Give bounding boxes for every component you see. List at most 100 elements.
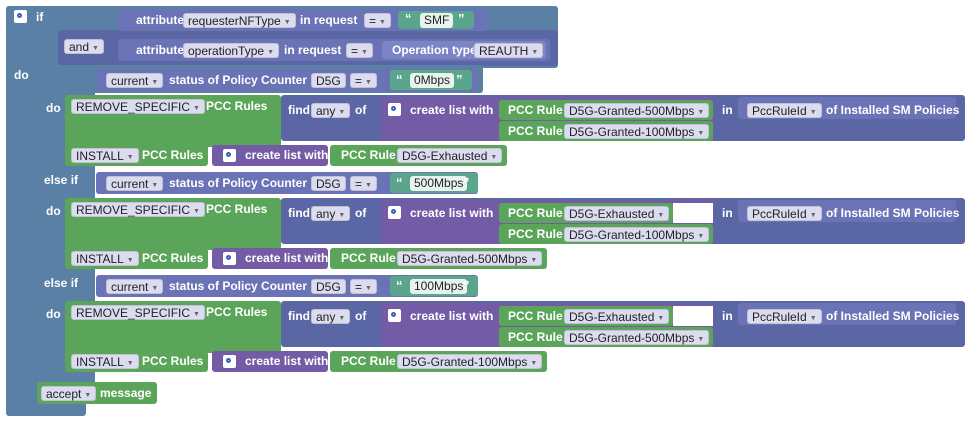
branch-0-install-list-block[interactable] <box>212 145 328 166</box>
branch-2-install-pcc-label: PCC Rules <box>142 354 204 368</box>
and-operator-dropdown[interactable]: and▼ <box>64 39 104 54</box>
branch-2-current-dropdown[interactable]: current▼ <box>106 279 164 294</box>
branch-2-install-dropdown[interactable]: INSTALL▼ <box>71 354 139 369</box>
branch-2-do-label: do <box>46 307 61 321</box>
branch-2-rule-field-dropdown[interactable]: PccRuleId▼ <box>747 309 822 324</box>
branch-2-install-list-label: create list with <box>245 354 329 368</box>
branch-0-install-pcc-label: PCC Rules <box>142 148 204 162</box>
branch-1-list-item-0-dropdown[interactable]: D5G-Exhausted▼ <box>564 206 670 221</box>
branch-1-create-list-label: create list with <box>410 206 494 220</box>
branch-0-install-gear-icon[interactable] <box>223 149 236 162</box>
branch-0-close-quote-icon: ” <box>456 72 463 87</box>
branch-0-counter-field[interactable]: D5G <box>311 73 346 88</box>
branch-2-equals-dropdown[interactable]: =▼ <box>350 279 377 294</box>
branch-1-of-label: of <box>355 206 367 220</box>
branch-2-pcc-rules-label: PCC Rules <box>206 305 268 319</box>
equals-dropdown-1[interactable]: =▼ <box>364 13 391 28</box>
branch-2-installed-label: of Installed SM Policies <box>826 309 960 323</box>
branch-1-install-list-label: create list with <box>245 251 329 265</box>
branch-0-open-quote-icon: “ <box>396 72 403 87</box>
branch-1-empty-slot <box>673 203 713 223</box>
branch-0-pcc-rules-label: PCC Rules <box>206 99 268 113</box>
branch-1-list-item-1-dropdown[interactable]: D5G-Granted-100Mbps▼ <box>564 227 710 242</box>
attribute-dropdown-1[interactable]: requesterNFType▼ <box>183 13 296 28</box>
branch-1-counter-field[interactable]: D5G <box>311 176 346 191</box>
branch-1-else-if-label: else if <box>44 173 79 187</box>
branch-2-list-item-0-label: PCC Rule <box>508 309 563 323</box>
string-value-smf[interactable]: SMF <box>420 13 454 28</box>
branch-0-any-dropdown[interactable]: any▼ <box>311 103 351 118</box>
branch-0-list-gear-icon[interactable] <box>388 103 401 116</box>
branch-0-remove-dropdown[interactable]: REMOVE_SPECIFIC▼ <box>71 99 205 114</box>
attribute-dropdown-2[interactable]: operationType▼ <box>183 43 279 58</box>
branch-1-install-list-block[interactable] <box>212 248 328 269</box>
attribute-label-1: attribute <box>136 13 184 27</box>
branch-2-list-item-0-dropdown[interactable]: D5G-Exhausted▼ <box>564 309 670 324</box>
branch-1-current-dropdown[interactable]: current▼ <box>106 176 164 191</box>
outer-if-label: if <box>36 10 44 24</box>
branch-2-of-label: of <box>355 309 367 323</box>
branch-0-create-list-label: create list with <box>410 103 494 117</box>
branch-0-status-label: status of Policy Counter Id <box>169 73 322 87</box>
branch-1-do-label: do <box>46 204 61 218</box>
in-request-label-2: in request <box>284 43 342 57</box>
branch-1-any-dropdown[interactable]: any▼ <box>311 206 351 221</box>
in-request-label-1: in request <box>300 13 358 27</box>
branch-1-pcc-rules-label: PCC Rules <box>206 202 268 216</box>
branch-0-rule-field-dropdown[interactable]: PccRuleId▼ <box>747 103 822 118</box>
branch-1-find-label: find <box>288 206 310 220</box>
branch-0-condition[interactable] <box>96 69 478 91</box>
branch-1-install-rule-label: PCC Rule <box>341 251 396 265</box>
branch-1-equals-dropdown[interactable]: =▼ <box>350 176 377 191</box>
branch-2-counter-field[interactable]: D5G <box>311 279 346 294</box>
close-quote-icon: ” <box>458 11 465 26</box>
branch-2-else-if-label: else if <box>44 276 79 290</box>
branch-1-string-value[interactable]: 500Mbps <box>410 176 468 191</box>
attribute-label-2: attribute <box>136 43 184 57</box>
branch-2-list-gear-icon[interactable] <box>388 309 401 322</box>
branch-2-list-item-1-dropdown[interactable]: D5G-Granted-500Mbps▼ <box>564 330 710 345</box>
branch-2-install-rule-label: PCC Rule <box>341 354 396 368</box>
branch-0-of-label: of <box>355 103 367 117</box>
branch-0-equals-dropdown[interactable]: =▼ <box>350 73 377 88</box>
branch-1-status-label: status of Policy Counter Id <box>169 176 322 190</box>
branch-1-condition[interactable] <box>96 172 478 194</box>
branch-2-install-list-block[interactable] <box>212 351 328 372</box>
branch-1-install-gear-icon[interactable] <box>223 252 236 265</box>
branch-0-install-list-label: create list with <box>245 148 329 162</box>
branch-0-list-item-0-dropdown[interactable]: D5G-Granted-500Mbps▼ <box>564 103 710 118</box>
branch-2-remove-dropdown[interactable]: REMOVE_SPECIFIC▼ <box>71 305 205 320</box>
branch-2-close-quote-icon: ” <box>463 278 470 293</box>
branch-2-install-gear-icon[interactable] <box>223 355 236 368</box>
branch-1-remove-dropdown[interactable]: REMOVE_SPECIFIC▼ <box>71 202 205 217</box>
branch-0-find-label: find <box>288 103 310 117</box>
branch-1-list-gear-icon[interactable] <box>388 206 401 219</box>
equals-dropdown-2[interactable]: =▼ <box>346 43 373 58</box>
branch-2-find-label: find <box>288 309 310 323</box>
branch-2-string-value[interactable]: 100Mbps <box>410 279 468 294</box>
branch-1-close-quote-icon: ” <box>463 175 470 190</box>
branch-1-in-label: in <box>722 206 733 220</box>
branch-2-any-dropdown[interactable]: any▼ <box>311 309 351 324</box>
branch-1-install-rule-dropdown[interactable]: D5G-Granted-500Mbps▼ <box>397 251 543 266</box>
branch-2-condition[interactable] <box>96 275 478 297</box>
branch-2-in-label: in <box>722 309 733 323</box>
branch-1-rule-field-dropdown[interactable]: PccRuleId▼ <box>747 206 822 221</box>
branch-0-current-dropdown[interactable]: current▼ <box>106 73 164 88</box>
branch-0-installed-label: of Installed SM Policies <box>826 103 960 117</box>
branch-1-installed-label: of Installed SM Policies <box>826 206 960 220</box>
outer-if-gear-icon[interactable] <box>14 10 27 23</box>
operation-type-dropdown[interactable]: REAUTH▼ <box>474 43 544 58</box>
branch-0-list-item-1-dropdown[interactable]: D5G-Granted-100Mbps▼ <box>564 124 710 139</box>
branch-0-install-dropdown[interactable]: INSTALL▼ <box>71 148 139 163</box>
branch-2-open-quote-icon: “ <box>396 278 403 293</box>
outer-do-label: do <box>14 68 29 82</box>
branch-1-install-dropdown[interactable]: INSTALL▼ <box>71 251 139 266</box>
branch-0-install-rule-dropdown[interactable]: D5G-Exhausted▼ <box>397 148 503 163</box>
accept-action-dropdown[interactable]: accept▼ <box>41 386 97 401</box>
branch-2-install-rule-dropdown[interactable]: D5G-Granted-100Mbps▼ <box>397 354 543 369</box>
branch-0-string-value[interactable]: 0Mbps <box>410 73 455 88</box>
branch-0-install-rule-label: PCC Rule <box>341 148 396 162</box>
branch-0-list-item-1-label: PCC Rule <box>508 124 563 138</box>
branch-1-list-item-0-label: PCC Rule <box>508 206 563 220</box>
